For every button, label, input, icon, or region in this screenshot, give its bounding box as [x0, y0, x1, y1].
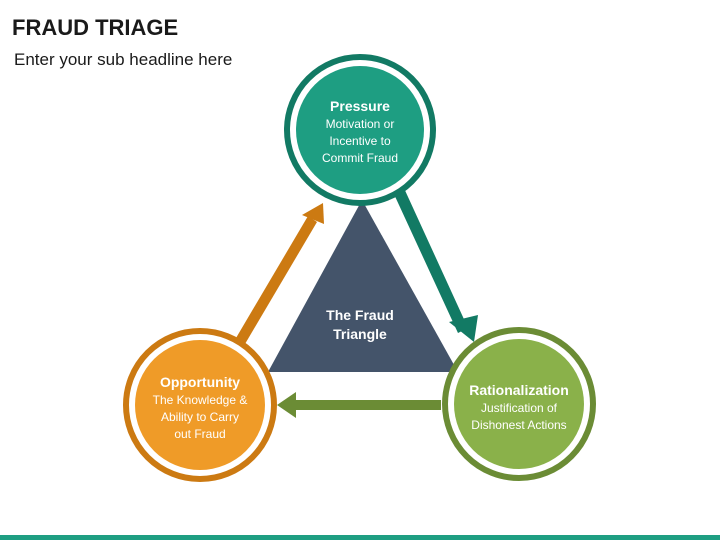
opportunity-desc-line3: out Fraud — [174, 427, 226, 441]
center-label-line1: The Fraud — [326, 307, 394, 323]
page-subtitle: Enter your sub headline here — [14, 50, 233, 69]
pressure-desc-line2: Incentive to — [329, 134, 391, 148]
arrow-rationalization-to-opportunity — [277, 392, 441, 418]
opportunity-text: Opportunity The Knowledge & Ability to C… — [140, 374, 260, 443]
rationalization-desc-line2: Dishonest Actions — [471, 418, 567, 432]
center-triangle — [268, 200, 458, 372]
pressure-title: Pressure — [330, 98, 390, 114]
opportunity-circle — [123, 328, 277, 482]
arrow-opportunity-to-pressure — [236, 203, 324, 344]
pressure-text: Pressure Motivation or Incentive to Comm… — [300, 98, 420, 167]
opportunity-desc-line2: Ability to Carry — [160, 410, 240, 424]
rationalization-text: Rationalization Justification of Dishone… — [454, 382, 584, 434]
rationalization-desc-line1: Justification of — [480, 401, 558, 415]
center-label-line2: Triangle — [333, 326, 387, 342]
center-triangle-label: The Fraud Triangle — [310, 306, 410, 344]
pressure-desc-line3: Commit Fraud — [321, 151, 398, 165]
pressure-desc-line1: Motivation or — [325, 117, 395, 131]
footer-bar — [0, 535, 720, 540]
opportunity-desc-line1: The Knowledge & — [152, 393, 248, 407]
opportunity-title: Opportunity — [159, 374, 241, 390]
pressure-circle — [284, 54, 436, 206]
rationalization-title: Rationalization — [469, 382, 569, 398]
page-title: FRAUD TRIAGE — [12, 15, 179, 40]
arrow-pressure-to-rationalization — [393, 186, 478, 342]
rationalization-circle — [442, 327, 596, 481]
